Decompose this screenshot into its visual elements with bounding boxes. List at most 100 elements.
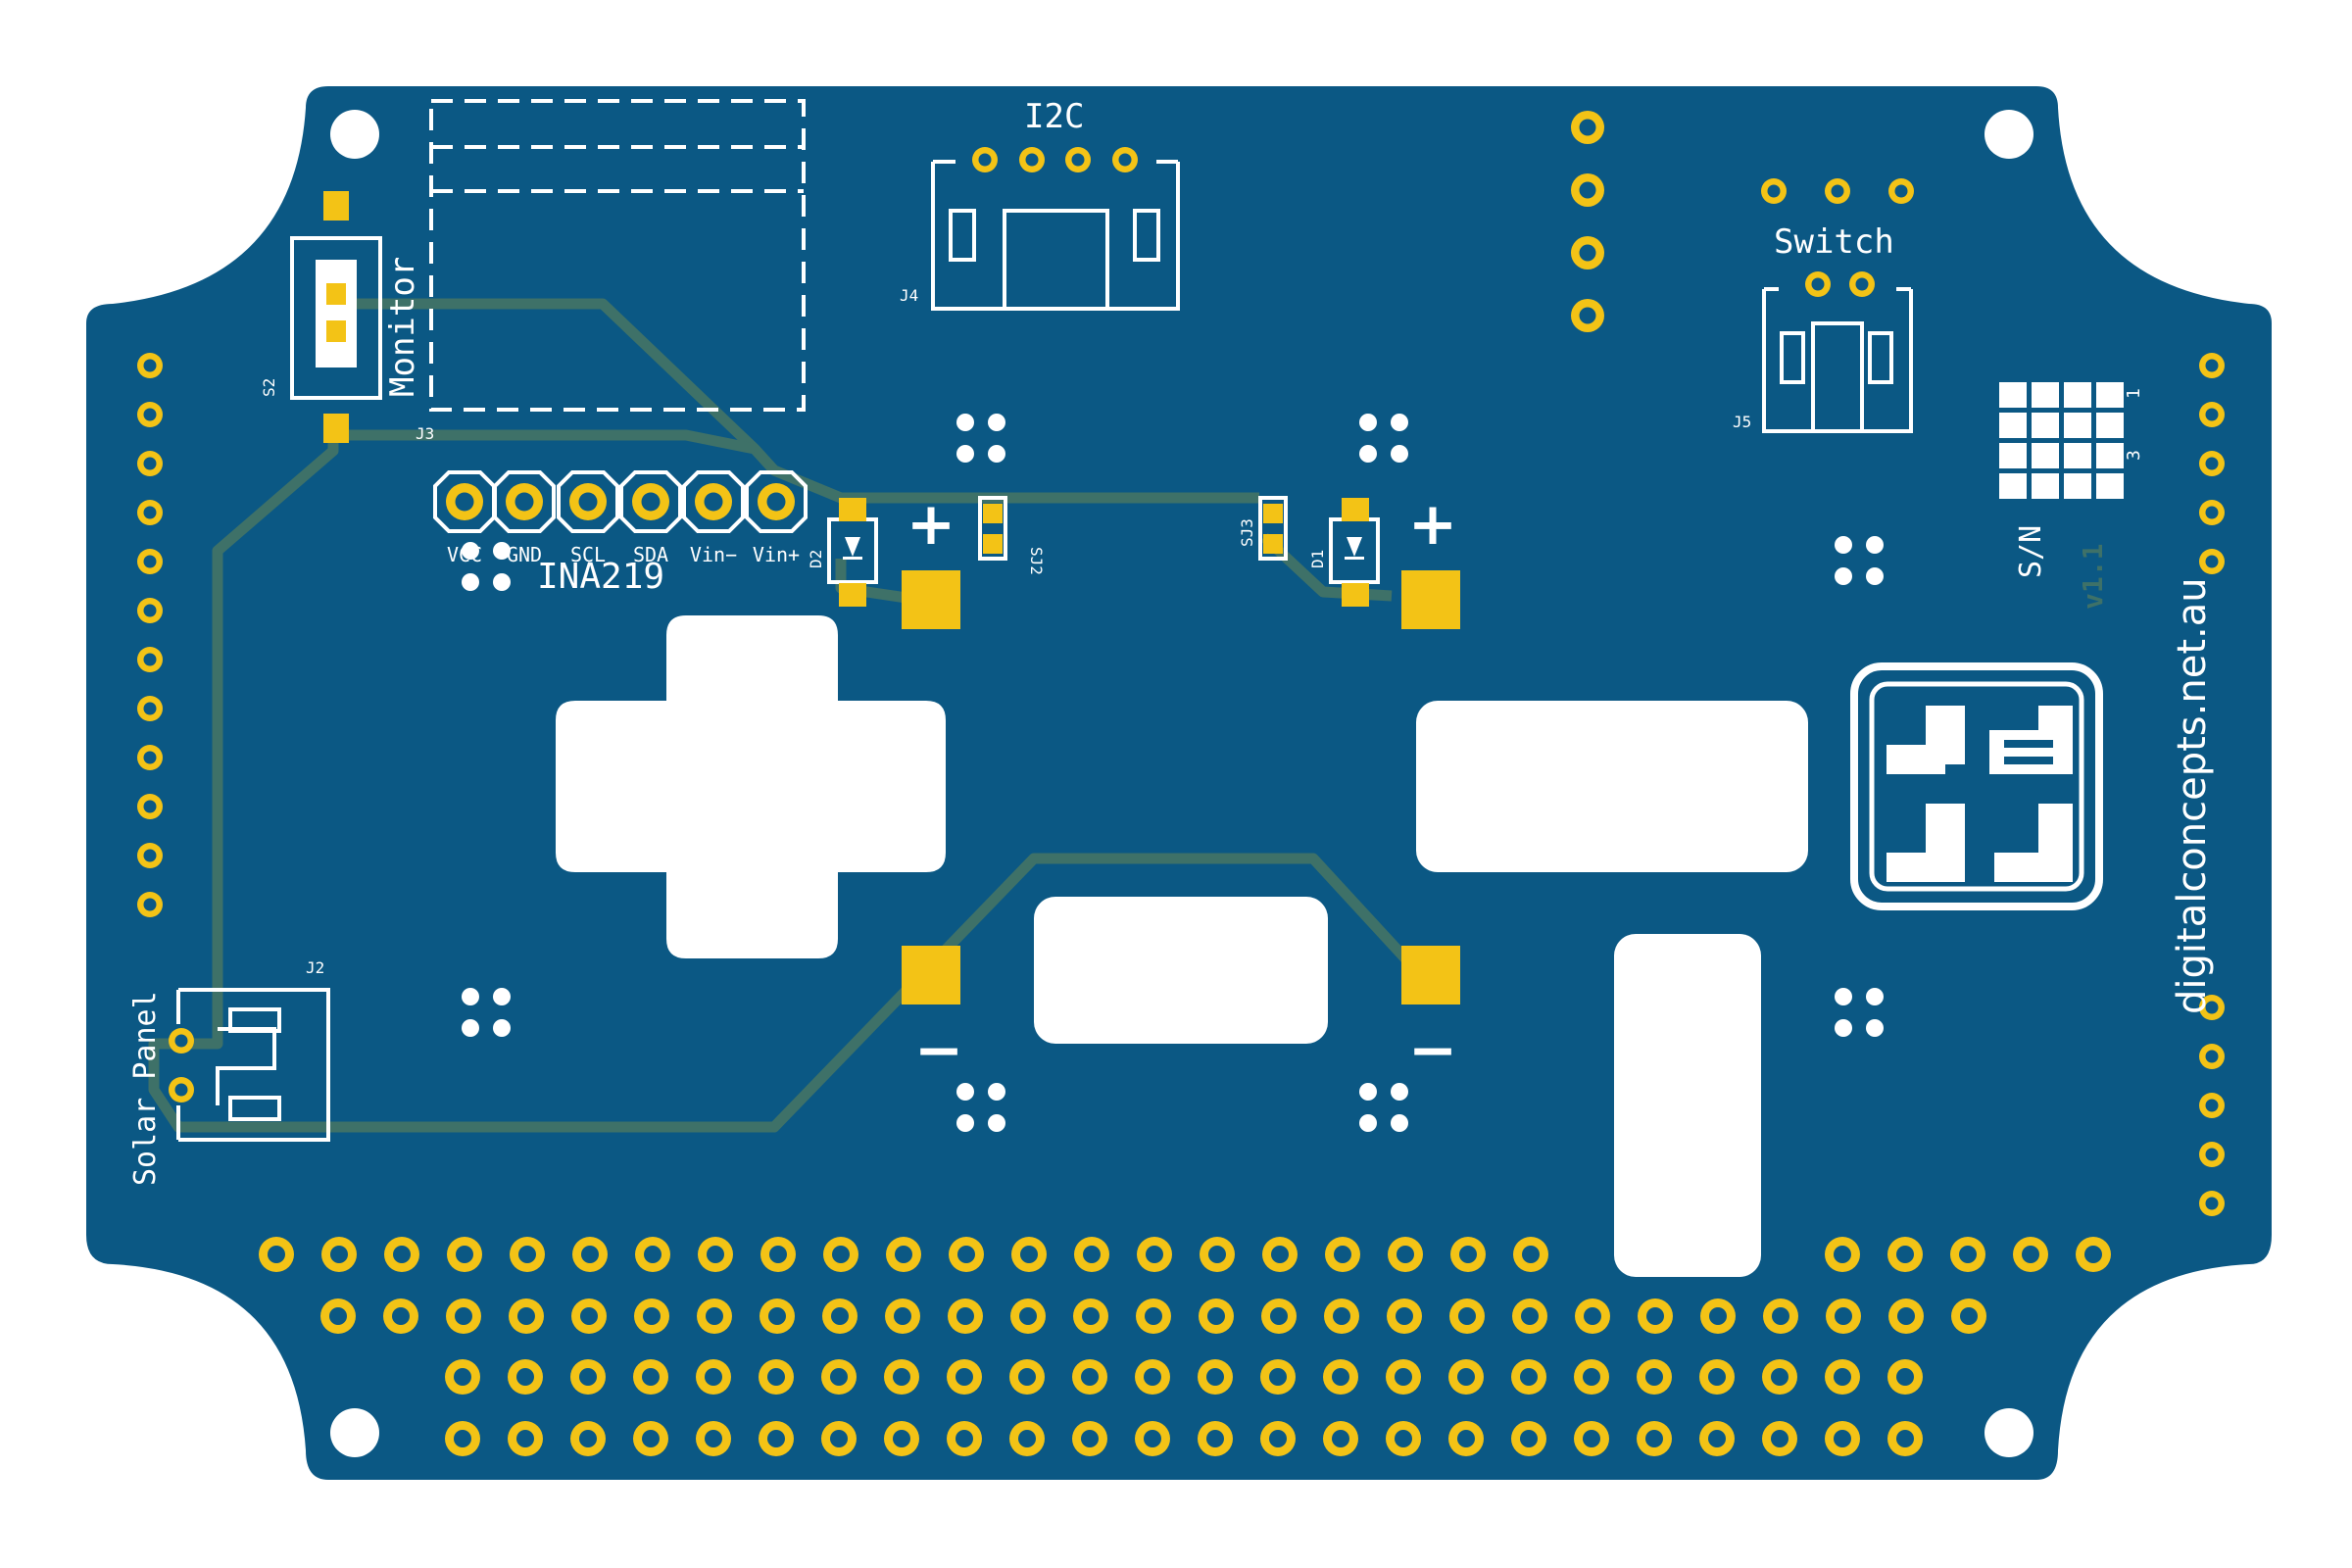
pad-drill xyxy=(143,653,157,666)
pad-drill xyxy=(516,1368,534,1386)
sj3-outline xyxy=(1258,496,1288,561)
pad-drill xyxy=(2205,555,2219,568)
center-cutout xyxy=(1034,897,1328,1044)
pad-drill xyxy=(455,492,474,512)
pad-drill xyxy=(1522,1246,1540,1263)
via xyxy=(493,573,511,591)
minus-mark-left: − xyxy=(914,1016,963,1085)
pad-drill xyxy=(143,800,157,813)
sj2-outline xyxy=(978,496,1007,561)
pad-drill xyxy=(831,1307,849,1325)
pad-drill xyxy=(393,1246,411,1263)
smd-pad xyxy=(1401,946,1460,1004)
version-label: v1.1 xyxy=(2077,544,2109,610)
via xyxy=(493,988,511,1005)
pad-drill xyxy=(1269,1430,1287,1447)
pad-drill xyxy=(1834,1430,1851,1447)
sn-cell xyxy=(2096,443,2124,468)
pad-drill xyxy=(769,1246,787,1263)
pad-drill xyxy=(641,492,661,512)
pad-drill xyxy=(143,555,157,568)
pad-drill xyxy=(1206,1368,1224,1386)
header-pin-label: SDA xyxy=(633,543,668,566)
pad-drill xyxy=(268,1246,285,1263)
via xyxy=(1359,1114,1377,1132)
pad-drill xyxy=(1579,307,1596,324)
via xyxy=(1866,567,1884,585)
sn-cell xyxy=(2064,443,2091,468)
sn-label: S/N xyxy=(2014,525,2048,578)
right-cutout xyxy=(1416,701,1808,872)
pad-drill xyxy=(1457,1430,1475,1447)
via xyxy=(1866,536,1884,554)
pad-drill xyxy=(1583,1368,1600,1386)
via xyxy=(1866,1019,1884,1037)
via xyxy=(493,1019,511,1037)
serial-mark: 3 xyxy=(2124,450,2144,461)
header-pad-outline xyxy=(745,470,808,533)
pad-drill xyxy=(1579,244,1596,262)
module-outline xyxy=(429,99,806,412)
pad-drill xyxy=(1207,1307,1225,1325)
serial-mark: 2 xyxy=(2106,388,2127,399)
via xyxy=(988,1114,1005,1132)
via xyxy=(988,414,1005,431)
pad-drill xyxy=(174,1083,188,1097)
sj2-label: SJ2 xyxy=(1027,547,1046,575)
pad-drill xyxy=(2205,1099,2219,1112)
pad-drill xyxy=(1834,1368,1851,1386)
smd-pad xyxy=(983,534,1003,554)
pad-drill xyxy=(1395,1430,1412,1447)
pad-drill xyxy=(766,492,786,512)
sn-cell xyxy=(2096,413,2124,438)
pad-drill xyxy=(1457,1368,1475,1386)
pad-drill xyxy=(978,153,992,167)
pad-drill xyxy=(1269,1368,1287,1386)
pad-drill xyxy=(143,604,157,617)
smd-pad xyxy=(326,320,346,342)
smd-pad xyxy=(1401,570,1460,629)
via xyxy=(462,1019,479,1037)
board-cutouts xyxy=(556,615,1808,1277)
j4-label: J4 xyxy=(900,286,918,305)
pads xyxy=(137,111,2225,1456)
pad-drill xyxy=(456,1246,473,1263)
mounting-hole-icon xyxy=(330,1408,379,1457)
pad-drill xyxy=(518,1246,536,1263)
header-pin-label: Vin− xyxy=(690,543,737,566)
pad-drill xyxy=(1083,1246,1101,1263)
pad-drill xyxy=(2205,408,2219,421)
pad-drill xyxy=(1520,1430,1538,1447)
smd-pad xyxy=(983,504,1003,523)
pad-drill xyxy=(1071,153,1085,167)
pad-drill xyxy=(143,506,157,519)
pad-drill xyxy=(455,1307,472,1325)
pad-drill xyxy=(2205,506,2219,519)
j2-outline xyxy=(176,988,330,1142)
pad-drill xyxy=(704,492,723,512)
pad-drill xyxy=(1645,1430,1663,1447)
via xyxy=(1359,1083,1377,1101)
pad-drill xyxy=(1896,1246,1914,1263)
pad-drill xyxy=(642,1430,660,1447)
pad-drill xyxy=(1208,1246,1226,1263)
pad-drill xyxy=(1959,1246,1977,1263)
tall-cutout xyxy=(1614,934,1761,1277)
sj3-label: SJ3 xyxy=(1238,518,1256,547)
sn-cell xyxy=(1999,473,2027,499)
pad-drill xyxy=(1396,1307,1413,1325)
pad-drill xyxy=(1767,184,1781,198)
pad-drill xyxy=(1459,1246,1477,1263)
pad-drill xyxy=(767,1430,785,1447)
via xyxy=(462,542,479,560)
sn-cell xyxy=(2064,473,2091,499)
vias xyxy=(462,414,1884,1132)
pad-drill xyxy=(1708,1368,1726,1386)
pad-drill xyxy=(1019,1307,1037,1325)
pad-drill xyxy=(1018,1368,1036,1386)
pad-drill xyxy=(1025,153,1039,167)
sn-cell xyxy=(2032,382,2059,408)
pad-drill xyxy=(1082,1307,1100,1325)
